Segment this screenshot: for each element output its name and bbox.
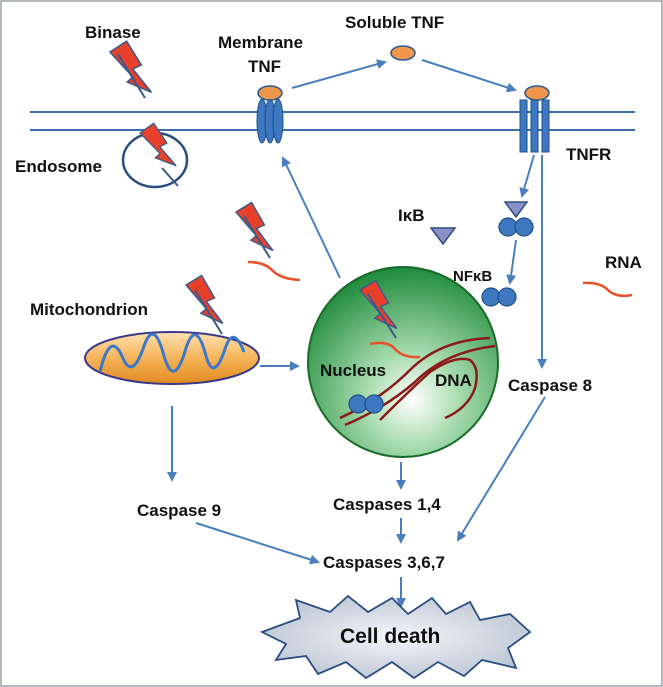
arrow-complex-to-nfkb <box>506 239 517 285</box>
nfkb-dimer-icon <box>481 287 517 307</box>
caspases-1-4-label: Caspases 1,4 <box>333 495 441 514</box>
binase-label: Binase <box>85 23 141 42</box>
nuclear-nfkb-dimer-icon <box>348 394 384 414</box>
mitochondrion-bolt-tail <box>194 289 223 335</box>
mitochondrion-bolt-icon <box>184 274 224 325</box>
soluble-tnf-label: Soluble TNF <box>345 13 444 32</box>
ikb-label: IκB <box>398 206 424 225</box>
nucleus-bolt-icon <box>358 279 398 330</box>
rna-label: RNA <box>605 253 642 272</box>
cell-death-burst-icon <box>259 594 532 680</box>
nfkb-label: NFκB <box>453 268 492 285</box>
membrane-tnf-label-line2: TNF <box>248 57 281 76</box>
arrow-membrane-to-soluble <box>291 59 387 89</box>
caspases-3-6-7-label: Caspases 3,6,7 <box>323 553 445 572</box>
tnfr-receptor-icon <box>519 85 550 153</box>
arrow-caspase8-to-367 <box>456 396 546 542</box>
arrow-caspase9-to-367 <box>195 522 320 565</box>
endosome-label: Endosome <box>15 157 102 176</box>
arrow-soluble-to-tnfr <box>421 59 517 93</box>
mitochondrion-body <box>84 331 260 385</box>
cytoplasm-bolt-tail <box>243 215 271 259</box>
endosome-bolt-tail <box>161 167 179 187</box>
cell-death-label: Cell death <box>340 625 440 648</box>
ikb-nfkb-complex-icon <box>498 201 534 237</box>
caspase9-label: Caspase 9 <box>137 501 221 520</box>
endosome-bolt-icon <box>138 122 177 167</box>
mitochondrion-cristae <box>98 332 246 373</box>
arrow-tnfr-to-complex <box>519 154 535 198</box>
ikb-triangle-icon <box>429 227 457 246</box>
dna-label: DNA <box>435 371 472 390</box>
nucleus-bolt-tail <box>367 293 397 339</box>
nucleus-rna-strand-icon <box>369 341 421 359</box>
membrane-tnf-receptor-icon <box>256 85 284 144</box>
arrow-nucleus-to-membrane-tnf <box>281 156 341 279</box>
tnfr-label: TNFR <box>566 145 611 164</box>
cytoplasm-rna-strand-icon <box>247 260 301 282</box>
nucleus-label: Nucleus <box>320 361 386 380</box>
mitochondrion-label: Mitochondrion <box>30 300 148 319</box>
membrane-tnf-label-line1: Membrane <box>218 33 303 52</box>
caspase8-label: Caspase 8 <box>508 376 592 395</box>
rna-strand-icon <box>582 281 633 298</box>
cytoplasm-bolt-icon <box>234 201 274 252</box>
binase-bolt-tail <box>117 53 146 99</box>
soluble-tnf-icon <box>390 45 416 61</box>
